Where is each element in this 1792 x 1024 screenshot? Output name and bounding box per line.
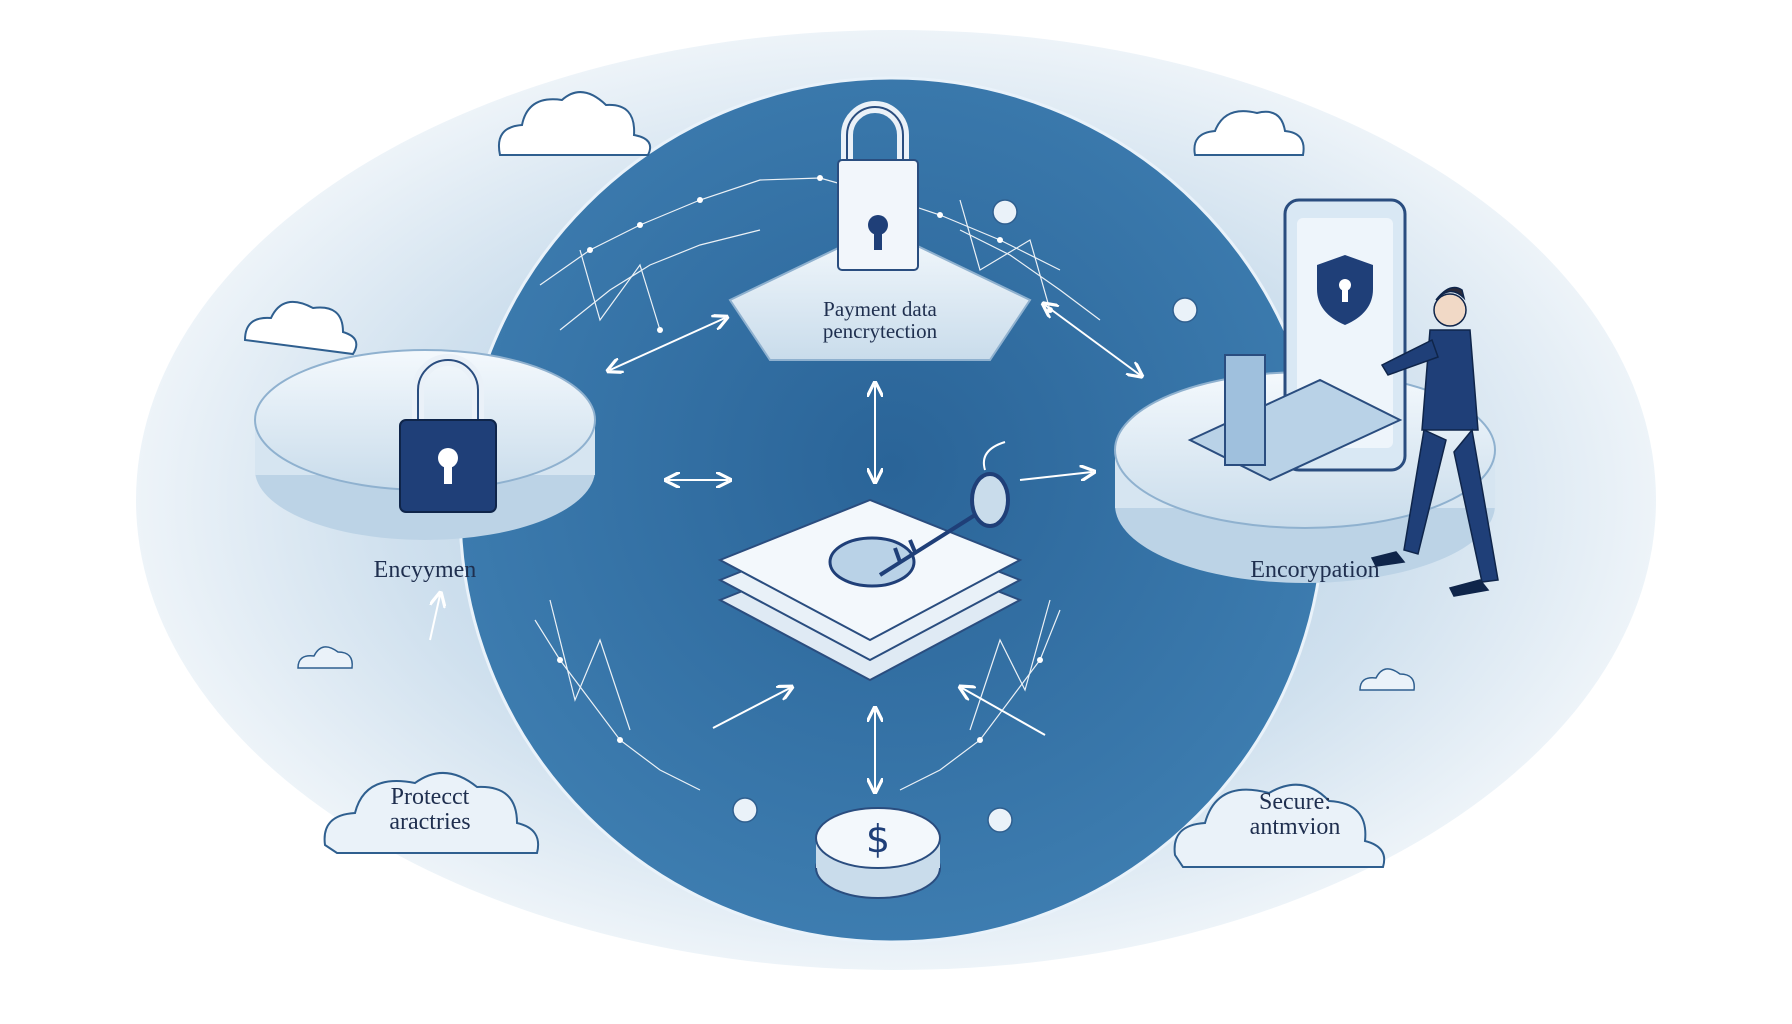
top-node-label: Payment data pencrytection (760, 298, 1000, 342)
bottom-right-cloud-line2: antmvion (1249, 814, 1341, 841)
bottom-right-cloud-label: Secure: antmvion (1205, 789, 1385, 841)
person-icon (1370, 286, 1499, 597)
cloud-icon (243, 91, 1305, 356)
smartphone-shield-icon (1187, 198, 1407, 482)
top-node-line2: pencrytection (822, 319, 938, 344)
small-shield-icons (297, 199, 1415, 833)
bottom-left-cloud-label: Protecct aractries (340, 784, 520, 836)
right-node-label: Encorypation (1250, 557, 1380, 583)
left-node-label: Encyymen (373, 557, 477, 583)
network-icon (534, 177, 1101, 791)
coin-dollar-icon: $ (815, 807, 941, 899)
top-node-line1: Payment data (823, 297, 937, 321)
bottom-left-cloud-line1: Protecct (390, 784, 470, 810)
bottom-right-cloud-line1: Secure: (1259, 789, 1331, 815)
flow-arrows (429, 305, 1140, 790)
bottom-left-cloud-line2: aractries (389, 809, 471, 836)
padlock-icon (399, 354, 497, 513)
key-icon (878, 441, 1010, 577)
cloud-icon (323, 771, 1386, 868)
padlock-icon (837, 101, 919, 271)
svg-text:$: $ (866, 817, 890, 861)
